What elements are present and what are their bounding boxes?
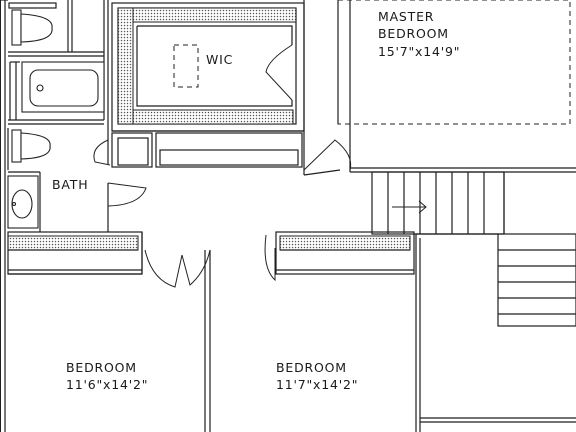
right-bedroom-dims: 11'7"x14'2" xyxy=(276,377,358,392)
master-dims: 15'7"x14'9" xyxy=(378,44,460,59)
left-bedroom-dims: 11'6"x14'2" xyxy=(66,377,148,392)
master-label-line2: BEDROOM xyxy=(378,26,449,41)
master-label-line1: MASTER xyxy=(378,9,434,24)
left-bedroom: BEDROOM 11'6"x14'2" xyxy=(7,231,211,432)
toilet-upper xyxy=(8,2,57,46)
wic-label: WIC xyxy=(206,52,233,67)
vanity-sink xyxy=(7,171,41,232)
right-bedroom: BEDROOM 11'7"x14'2" xyxy=(275,231,415,392)
stairs xyxy=(371,171,576,432)
wic-closet xyxy=(111,2,305,132)
master-bedroom: MASTER BEDROOM 15'7"x14'9" xyxy=(303,0,576,173)
upper-bath-walls xyxy=(8,0,109,165)
bath-label: BATH xyxy=(52,177,88,192)
linen-closets xyxy=(93,132,303,168)
bathtub xyxy=(8,61,105,125)
exterior-walls xyxy=(0,0,8,432)
toilet-lower xyxy=(7,128,51,170)
left-bedroom-label: BEDROOM xyxy=(66,360,137,375)
right-bedroom-label: BEDROOM xyxy=(276,360,347,375)
hall-doors xyxy=(107,131,352,288)
